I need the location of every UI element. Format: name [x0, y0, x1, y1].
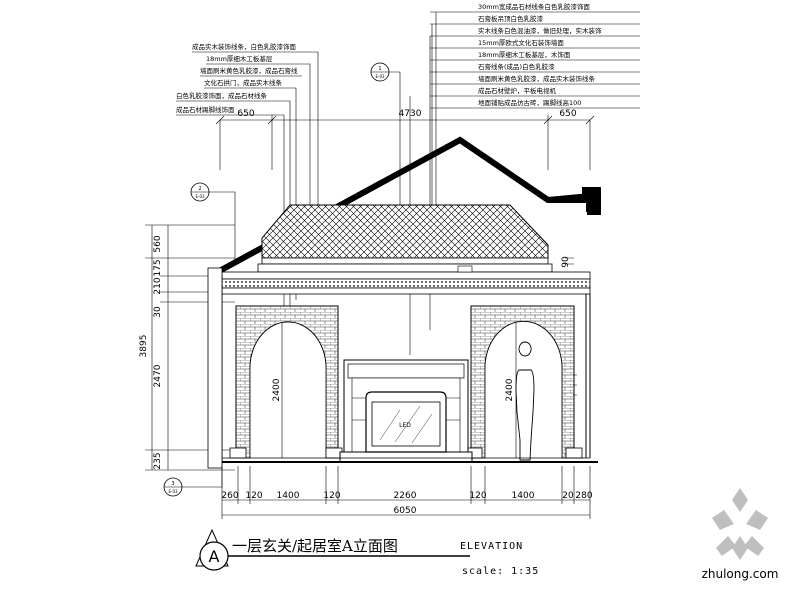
dim-bottom-9: 280: [575, 491, 592, 501]
note-right-4: 15mm厚欧式文化石装饰墙面: [478, 38, 564, 47]
svg-text:E-03: E-03: [375, 74, 385, 79]
note-left-2: 18mm厚细木工板基层: [206, 54, 273, 63]
watermark-text: zhulong.com: [702, 567, 779, 581]
left-arch: [229, 305, 343, 459]
title-cn: 一层玄关/起居室A立面图: [232, 537, 398, 555]
dim-bottom-6: 120: [469, 491, 486, 501]
note-left-3: 墙面刷米黄色乳胶漆，成品石膏线: [200, 66, 298, 75]
svg-text:E-03: E-03: [168, 489, 178, 494]
top-dimensions: [215, 115, 595, 170]
dim-top-left: 650: [237, 109, 254, 119]
dim-left-5: 2470: [153, 364, 163, 387]
dim-bottom-2: 120: [245, 491, 262, 501]
dim-top-right: 650: [559, 109, 576, 119]
note-right-2: 石膏板吊顶白色乳胶漆: [478, 14, 544, 23]
dim-left-3: 210: [153, 277, 163, 294]
dim-left-1: 560: [153, 235, 163, 252]
dim-right-arch: 2400: [505, 378, 515, 401]
tv-screen: LED: [365, 391, 447, 453]
chimney-block: [586, 188, 598, 212]
note-left-5: 白色乳胶漆饰面，成品石材线条: [176, 91, 268, 100]
title-marker: A: [209, 547, 220, 566]
cornice: [221, 257, 591, 295]
left-dimensions: [145, 224, 235, 471]
title-scale: scale: 1:35: [462, 566, 539, 577]
watermark-logo: [712, 488, 768, 560]
note-right-8: 成品石材壁炉，平板电视机: [478, 86, 557, 95]
note-right-6: 石膏线条(成品)白色乳胶漆: [478, 62, 555, 71]
svg-text:1: 1: [378, 66, 381, 72]
tv-label: LED: [399, 422, 411, 429]
section-marker-2: 2 E-03: [190, 182, 236, 260]
dim-bottom-8: 20: [562, 491, 574, 501]
svg-text:2: 2: [198, 186, 201, 192]
dim-bottom-7: 1400: [512, 491, 535, 501]
note-right-9: 地面铺贴成品仿古砖，踢脚线高100: [478, 98, 581, 107]
dim-left-total: 3895: [139, 335, 149, 358]
notes-right: 30mm宽成品石材线条白色乳胶漆饰面 石膏板吊顶白色乳胶漆 实木线条白色混油漆，…: [409, 2, 640, 355]
dim-bottom-total: 6050: [394, 506, 417, 516]
title-en: ELEVATION: [460, 541, 523, 552]
section-marker-1: 1 E-03: [370, 62, 401, 262]
ceiling-coffer: [261, 204, 549, 259]
note-right-5: 18mm厚细木工板基层，木饰面: [478, 50, 571, 59]
note-right-7: 墙面刷米黄色乳胶漆，成品实木装饰线条: [478, 74, 596, 83]
svg-text:E-03: E-03: [195, 194, 205, 199]
human-figure: [515, 341, 535, 461]
dim-bottom-4: 120: [323, 491, 340, 501]
title-block: A 一层玄关/起居室A立面图 ELEVATION scale: 1:35: [195, 528, 539, 577]
dim-bottom-3: 1400: [277, 491, 300, 501]
dim-top-center: 4730: [399, 109, 422, 119]
dim-bottom-1: 260: [221, 491, 238, 501]
right-wall-ticks: [565, 257, 577, 396]
dim-left-4: 30: [153, 306, 163, 318]
note-left-4: 文化石拱门，成品实木线条: [204, 78, 283, 87]
note-left-1: 成品实木装饰线条，白色乳胶漆饰面: [192, 42, 297, 51]
dim-left-2: 175: [153, 259, 163, 276]
bottom-dimensions: [221, 466, 591, 519]
svg-text:3: 3: [171, 481, 174, 487]
note-right-3: 实木线条白色混油漆，做旧处理，实木装饰: [478, 26, 602, 35]
notes-left: 成品实木装饰线条，白色乳胶漆饰面 18mm厚细木工板基层 墙面刷米黄色乳胶漆，成…: [176, 42, 319, 350]
dim-left-6: 235: [153, 452, 163, 469]
left-wall-column: [207, 267, 223, 469]
note-left-6: 成品石材踢脚线饰面: [176, 105, 235, 114]
dim-right-small: 90: [561, 256, 571, 268]
dim-bottom-5: 2260: [394, 491, 417, 501]
dim-left-arch: 2400: [272, 378, 282, 401]
note-right-1: 30mm宽成品石材线条白色乳胶漆饰面: [478, 2, 590, 11]
